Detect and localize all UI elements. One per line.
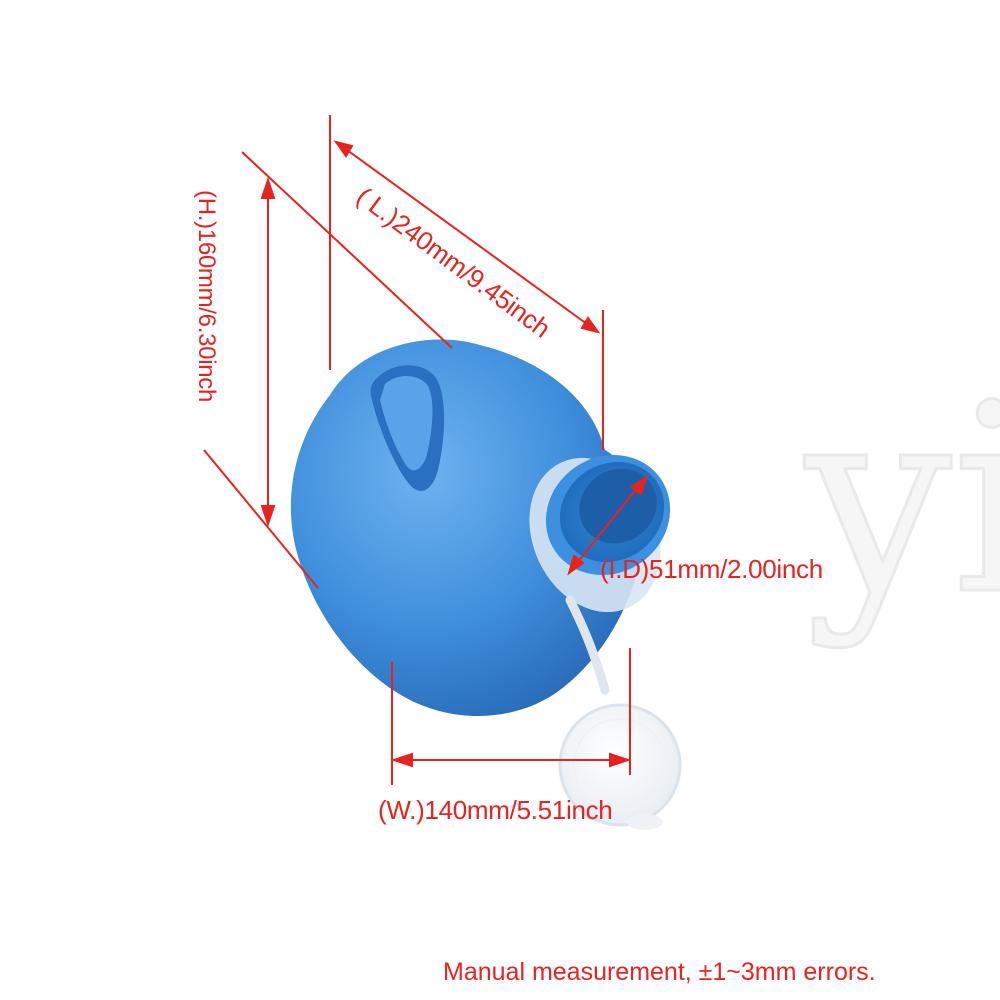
bottle-body xyxy=(290,339,644,717)
svg-text:yi: yi xyxy=(801,350,1000,652)
snap-cap xyxy=(558,703,682,830)
inner-diameter-dimension-label: (I.D)51mm/2.00inch xyxy=(600,554,823,584)
dimension-lines xyxy=(203,115,648,785)
watermark: yi xyxy=(799,349,1000,654)
measurement-note: Manual measurement, ±1~3mm errors. xyxy=(443,958,876,986)
height-dimension-label: (H.)160mm/6.30inch xyxy=(193,190,220,403)
cap-strap xyxy=(565,595,610,695)
width-dimension-label: (W.)140mm/5.51inch xyxy=(378,795,613,825)
